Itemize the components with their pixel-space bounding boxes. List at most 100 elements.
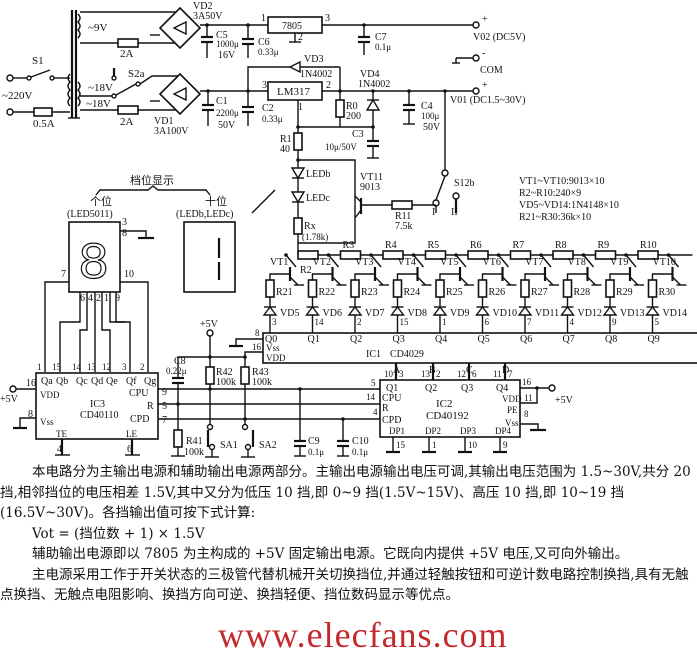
- pin-label: 16: [252, 342, 262, 352]
- resistor-series-label: R8: [555, 240, 567, 251]
- resistor-base-label: R23: [361, 287, 378, 298]
- c9-label: C9: [308, 436, 320, 447]
- vt11-type: 9013: [360, 182, 380, 193]
- ic3-output-pin: 12: [102, 362, 111, 372]
- mains-terminal-1[interactable]: [6, 74, 14, 82]
- tap-18v-a-label: ~18V: [88, 82, 113, 94]
- ic2-supply-terminal[interactable]: [548, 384, 556, 392]
- pin-label: 7: [61, 269, 66, 280]
- ic3-output-name: Qa: [41, 376, 53, 387]
- ledc-label: LEDc: [306, 193, 330, 204]
- bom-notes: VT1~VT10:9013×10 R2~R10:240×9 VD5~VD14:1…: [519, 176, 619, 223]
- pin-name: Q1: [386, 383, 398, 394]
- com-terminal[interactable]: [472, 54, 480, 62]
- pin-name: TE: [56, 429, 67, 439]
- pin-label: 16: [26, 378, 36, 389]
- switch-s1[interactable]: [30, 69, 51, 78]
- pin-name: CPD: [130, 414, 149, 425]
- sa1-label: SA1: [220, 440, 238, 451]
- ic3-name: IC3: [90, 399, 105, 410]
- vd3-type: 1N4002: [300, 69, 332, 80]
- tap-9v-label: ~9V: [88, 22, 107, 34]
- regulator-7805-label: 7805: [282, 21, 302, 32]
- display-title: 档位显示: [130, 173, 174, 187]
- c4-value: 100μ: [421, 111, 440, 121]
- pin-label: 8: [524, 409, 529, 419]
- pin-name: R: [147, 401, 154, 412]
- switch-s2a[interactable]: [115, 83, 137, 96]
- transformer-secondary-18v: [77, 81, 81, 107]
- mains-input: ~220V S1 0.5A ~9V ~18V ~18V 2A S2a: [2, 10, 178, 130]
- mains-terminal-2[interactable]: [6, 108, 14, 116]
- pin-name: CPU: [129, 388, 149, 399]
- pin-label: 3: [122, 217, 127, 228]
- pin-label: 9: [162, 387, 167, 398]
- vo2-terminal[interactable]: [472, 21, 480, 29]
- pin-name: DP1: [389, 426, 405, 436]
- resistor-r43: [240, 366, 250, 385]
- c8-value: 0.22μ: [166, 366, 187, 376]
- pin-name: Vss: [505, 418, 519, 428]
- q-pin-label: 1: [442, 317, 447, 327]
- diode-icon: [475, 305, 490, 316]
- pin-name: CPU: [382, 393, 402, 404]
- vd2-rating: 3A50V: [193, 11, 223, 22]
- pin-label: 9: [503, 440, 508, 450]
- resistor-series: [637, 250, 659, 260]
- ic3-part: CD40110: [80, 410, 119, 421]
- fuse-2a-1-label: 2A: [120, 48, 134, 60]
- diode-icon: [602, 305, 618, 316]
- diode-label: VD10: [493, 308, 517, 319]
- ic3-output-pin: 14: [72, 362, 82, 372]
- resistor-base: [477, 279, 488, 298]
- plus-sign: +: [482, 80, 488, 91]
- led-c-icon: [290, 191, 306, 204]
- transformer-secondary-9v: [77, 13, 81, 39]
- resistor-rx: [293, 217, 303, 235]
- resistor-r41: [173, 429, 183, 448]
- c10-value: 0.1μ: [352, 447, 368, 457]
- ic3-output-name: Qb: [56, 376, 68, 387]
- diode-label: VD7: [365, 308, 384, 319]
- resistor-base-label: R21: [276, 287, 293, 298]
- paragraph-switching: 主电源采用工作于开关状态的三极管代替机械开关切换挡位,并通过轻触按钮和可逆计数电…: [0, 566, 689, 604]
- vo1-terminal[interactable]: [472, 87, 480, 95]
- diode-label: VD6: [323, 308, 342, 319]
- pin-name: Q4: [496, 383, 508, 394]
- resistor-series-label: R9: [598, 240, 610, 251]
- fuse-0-5a: [33, 107, 53, 117]
- diode-icon: [432, 305, 448, 316]
- transistor-label: VT9: [610, 257, 628, 268]
- pin-name: Vss: [266, 343, 280, 353]
- diode-icon: [347, 305, 363, 316]
- q-output-name: Q4: [435, 334, 447, 345]
- r0-value: 200: [346, 111, 361, 122]
- bridge-vd2: VD2 3A50V: [150, 1, 223, 50]
- q-output-name: Q3: [393, 334, 405, 345]
- q-output-name: Q9: [648, 334, 660, 345]
- pin-label: 8: [255, 328, 260, 338]
- r1-value: 40: [280, 144, 290, 155]
- ic3-output-name: Qc: [76, 376, 88, 387]
- switch-s12b[interactable]: [435, 175, 446, 201]
- resistor-r1: [293, 132, 303, 151]
- pin-name: VDD: [266, 353, 286, 363]
- transistor-label: VT2: [313, 257, 331, 268]
- vd1-label: VD1: [154, 116, 173, 127]
- supply-terminal[interactable]: [206, 329, 214, 337]
- c5-value: 1000μ: [216, 39, 239, 49]
- article-text: 本电路分为主输出电源和辅助输出电源两部分。主输出电源输出电压可调,其输出电压范围…: [0, 462, 697, 606]
- resistor-series-label: R3: [343, 240, 355, 251]
- q-pin-label: 7: [527, 317, 532, 327]
- ic3-supply-terminal[interactable]: [9, 385, 17, 393]
- pin-label: 15: [396, 440, 406, 450]
- pin-label: 10: [468, 440, 478, 450]
- fuse-2a-1: [117, 38, 139, 48]
- pin-label: 3: [399, 369, 404, 379]
- ic2-name: IC2: [436, 398, 453, 410]
